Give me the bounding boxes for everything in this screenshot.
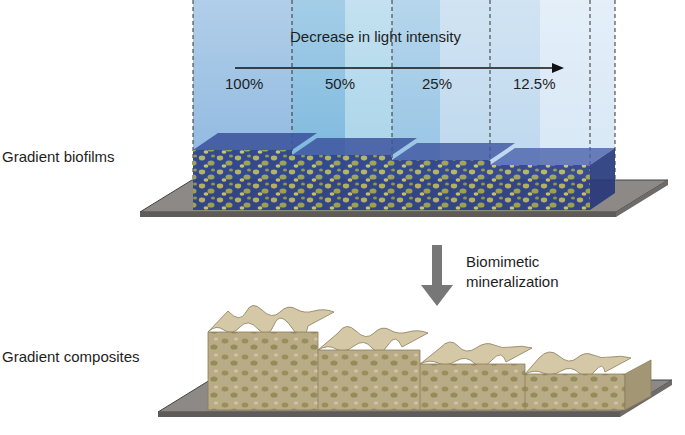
intensity-value: 12.5%: [513, 74, 556, 94]
process-label: Biomimetic mineralization: [466, 252, 578, 292]
stage-label: Gradient biofilms: [2, 147, 115, 167]
stage-label: Gradient composites: [2, 347, 140, 367]
intensity-value: 25%: [422, 74, 452, 94]
axis-label: Decrease in light intensity: [290, 27, 461, 47]
intensity-value: 100%: [225, 74, 263, 94]
intensity-value: 50%: [325, 74, 355, 94]
